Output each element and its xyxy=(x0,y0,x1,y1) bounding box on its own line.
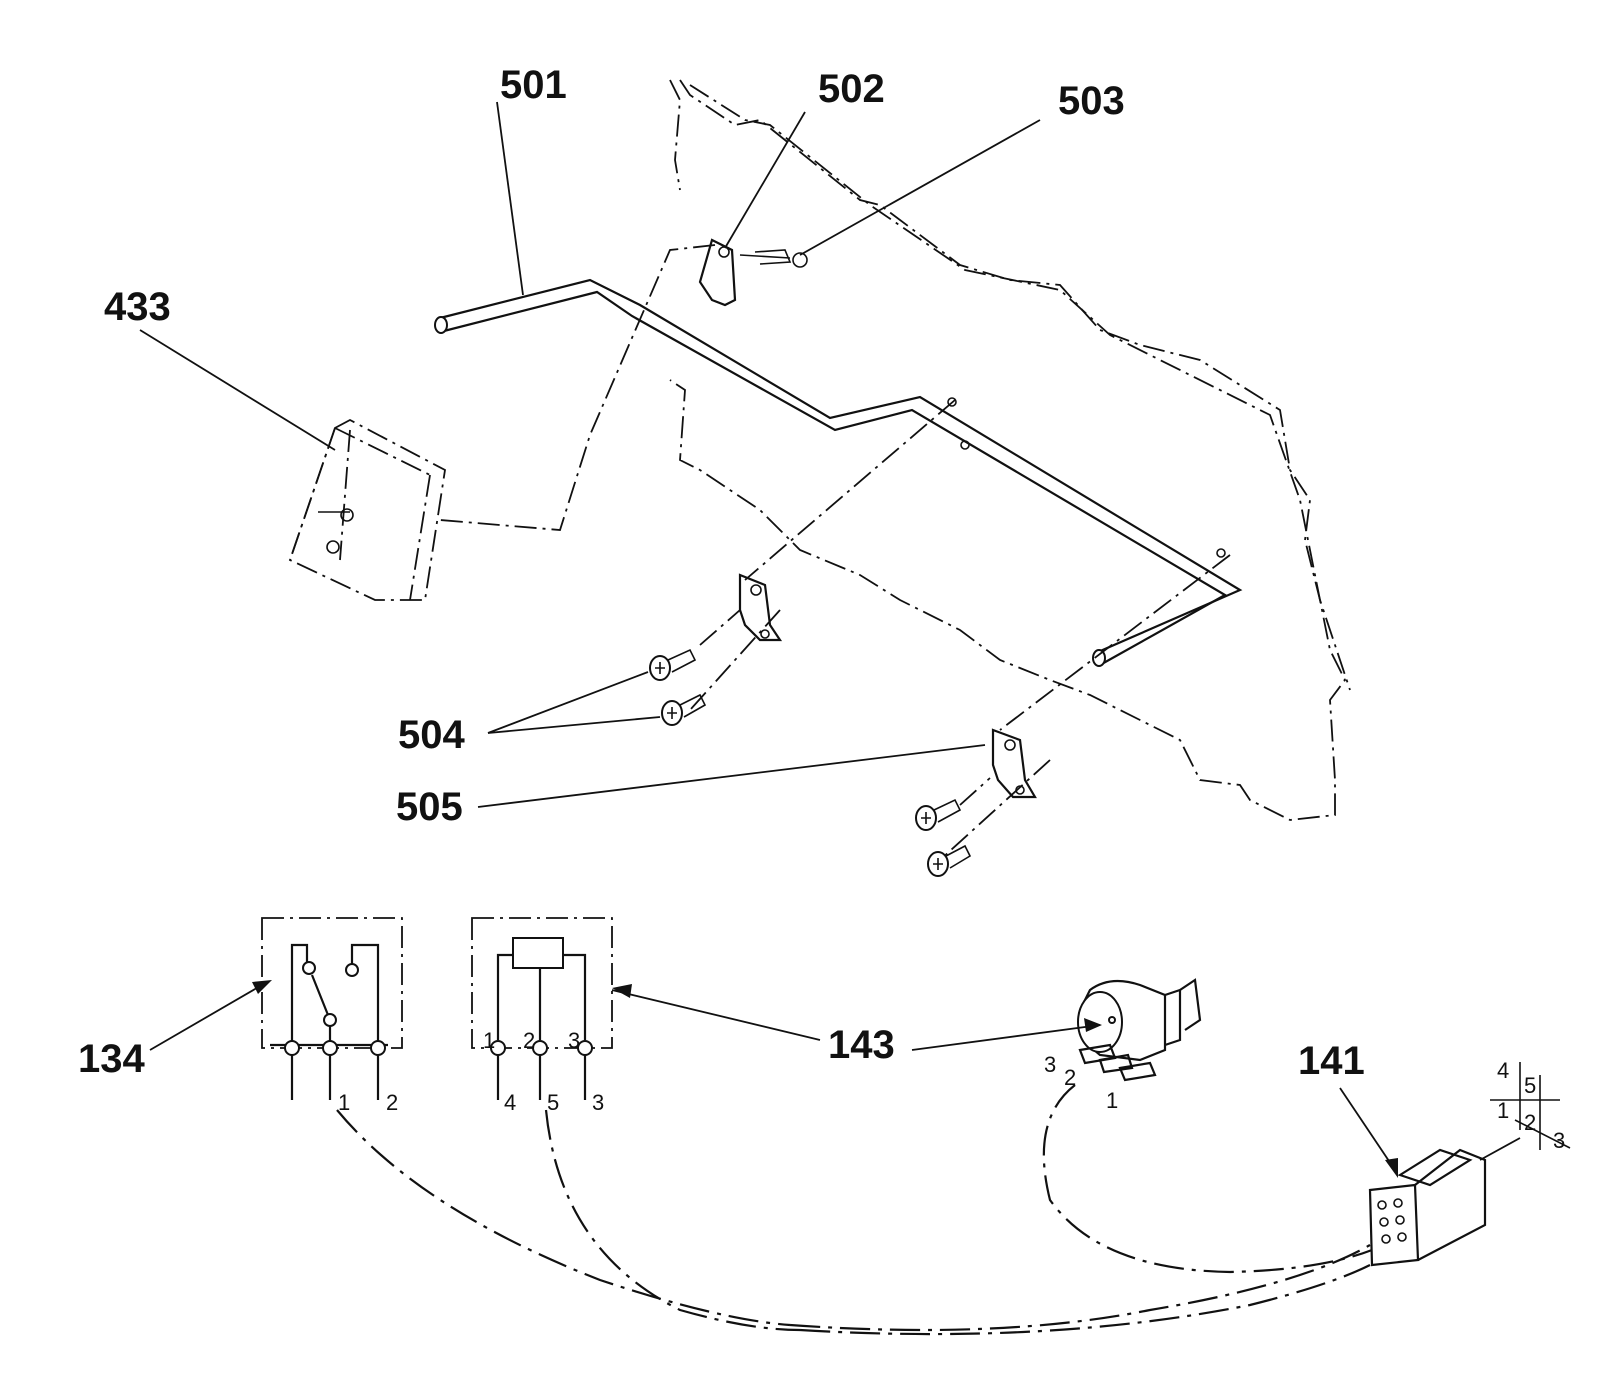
relay-143-pin-4: 4 xyxy=(504,1090,516,1115)
callout-502: 502 xyxy=(818,67,885,111)
connector-141-pin-grid xyxy=(1490,1062,1571,1150)
grid-pin-3: 3 xyxy=(1553,1128,1565,1153)
connection-line-502 xyxy=(439,244,716,531)
pot-pin-3: 3 xyxy=(1044,1052,1056,1077)
connector-141 xyxy=(1339,1087,1521,1267)
relay-143-pin-top-3: 3 xyxy=(568,1028,580,1053)
relay-143-pin-3: 3 xyxy=(592,1090,604,1115)
pot-pin-1: 1 xyxy=(1106,1088,1118,1113)
screw-505-a xyxy=(915,777,991,831)
module-433 xyxy=(288,418,446,601)
relay-143-pin-top-1: 1 xyxy=(483,1028,495,1053)
grid-pin-4: 4 xyxy=(1497,1058,1509,1083)
screw-505-b xyxy=(927,844,972,877)
callout-141: 141 xyxy=(1298,1039,1365,1083)
screw-504-a xyxy=(649,609,741,681)
grid-pin-2: 2 xyxy=(1524,1110,1536,1135)
potentiometer xyxy=(911,978,1202,1082)
bar-end-left xyxy=(434,316,448,334)
callout-143: 143 xyxy=(828,1023,895,1067)
switch-134-pin-2: 2 xyxy=(386,1090,398,1115)
grid-pin-5: 5 xyxy=(1524,1073,1536,1098)
leader-lines xyxy=(139,101,1041,808)
callout-501: 501 xyxy=(500,63,567,107)
relay-143-pin-5: 5 xyxy=(547,1090,559,1115)
callout-503: 503 xyxy=(1058,79,1125,123)
wiring-harness xyxy=(336,1084,1373,1336)
clip-505 xyxy=(939,554,1231,861)
screw-504-b xyxy=(661,693,707,726)
switch-134-pin-1: 1 xyxy=(338,1090,350,1115)
grid-pin-1: 1 xyxy=(1497,1098,1509,1123)
callout-433: 433 xyxy=(104,285,171,329)
switch-134-schematic xyxy=(149,917,403,1100)
bar-501 xyxy=(434,278,1243,667)
bar-end-right xyxy=(1092,649,1106,667)
relay-143-pin-top-2: 2 xyxy=(523,1028,535,1053)
module-433-edge xyxy=(339,429,351,561)
relay-143-schematic xyxy=(471,917,821,1100)
pot-pin-2: 2 xyxy=(1064,1065,1076,1090)
screw-503 xyxy=(792,252,808,268)
callout-134: 134 xyxy=(78,1037,145,1081)
callout-505: 505 xyxy=(396,785,463,829)
clip-502 xyxy=(698,238,808,307)
clip-504-upper xyxy=(689,399,956,711)
callout-504: 504 xyxy=(398,713,465,757)
panel-outline xyxy=(669,79,1351,821)
